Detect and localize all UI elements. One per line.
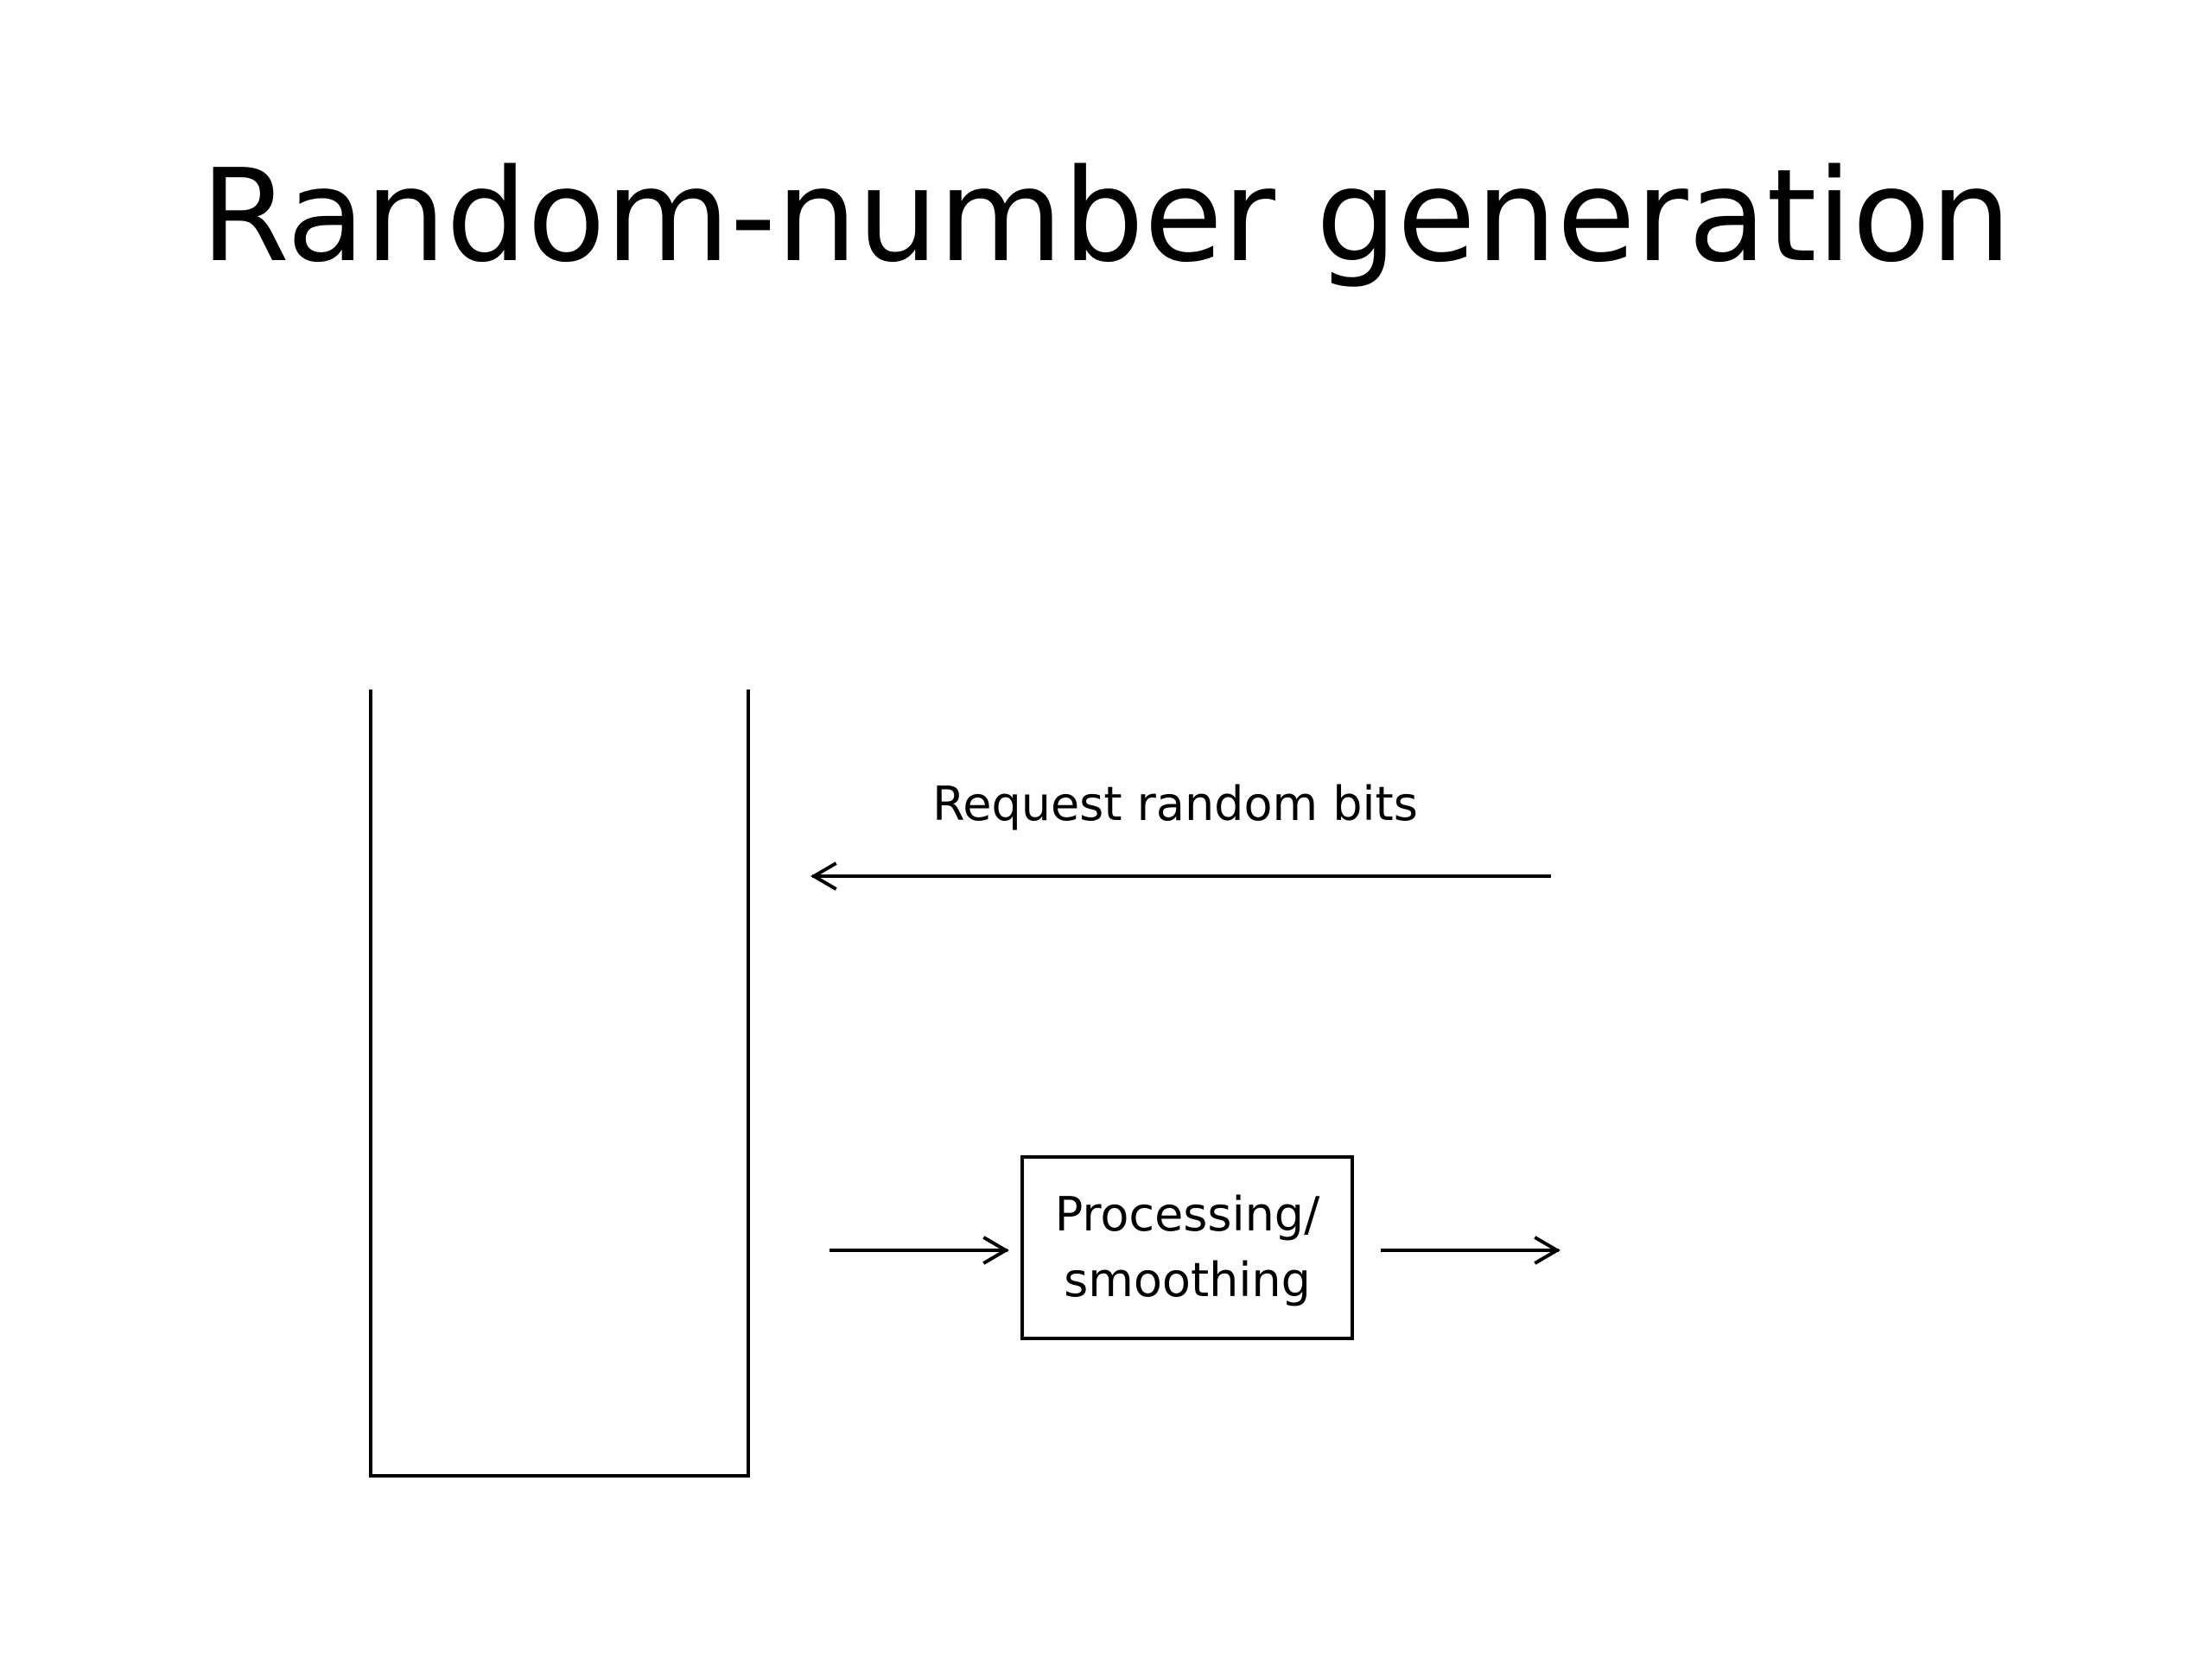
input-arrow [830, 1236, 1009, 1265]
pool-container [369, 690, 750, 1478]
output-arrow [1381, 1236, 1560, 1265]
process-box-line-2: smoothing [1064, 1253, 1311, 1307]
output-arrow-head [1534, 1236, 1560, 1265]
processing-smoothing-text: Processing/ smoothing [1055, 1182, 1320, 1313]
request-arrow [810, 861, 1551, 891]
process-box-line-1: Processing/ [1054, 1187, 1320, 1242]
input-arrow-head [982, 1236, 1009, 1265]
processing-smoothing-box: Processing/ smoothing [1020, 1155, 1354, 1340]
request-arrow-head [810, 861, 837, 891]
slide-title: Random-number generation [200, 142, 2012, 290]
request-random-bits-label: Request random bits [932, 777, 1418, 831]
